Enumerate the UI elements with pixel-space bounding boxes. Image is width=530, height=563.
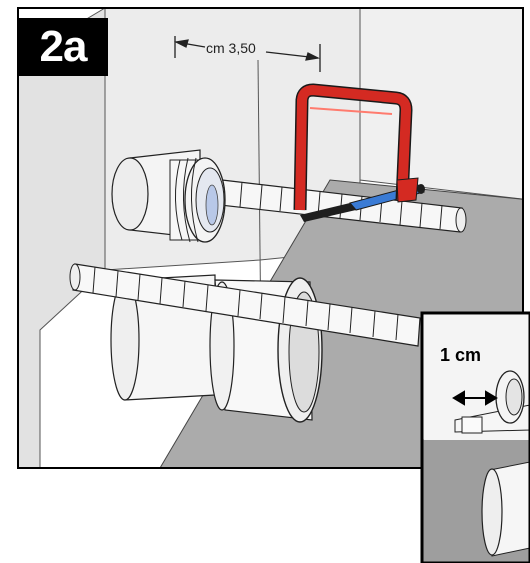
inset-label: 1 cm (440, 345, 482, 365)
main-frame (17, 7, 524, 469)
left-wall (18, 8, 106, 468)
step-badge: 2a (18, 18, 108, 76)
red-clamp (293, 83, 419, 211)
right-wall (359, 8, 523, 200)
upper-cylinder (111, 149, 226, 243)
lower-rod (69, 263, 421, 347)
inset-panel (420, 311, 530, 563)
inset-arrow (452, 390, 498, 406)
main-panel (18, 8, 523, 468)
dimension-line (173, 36, 321, 72)
measurement-label: cm 3,50 (206, 40, 256, 56)
